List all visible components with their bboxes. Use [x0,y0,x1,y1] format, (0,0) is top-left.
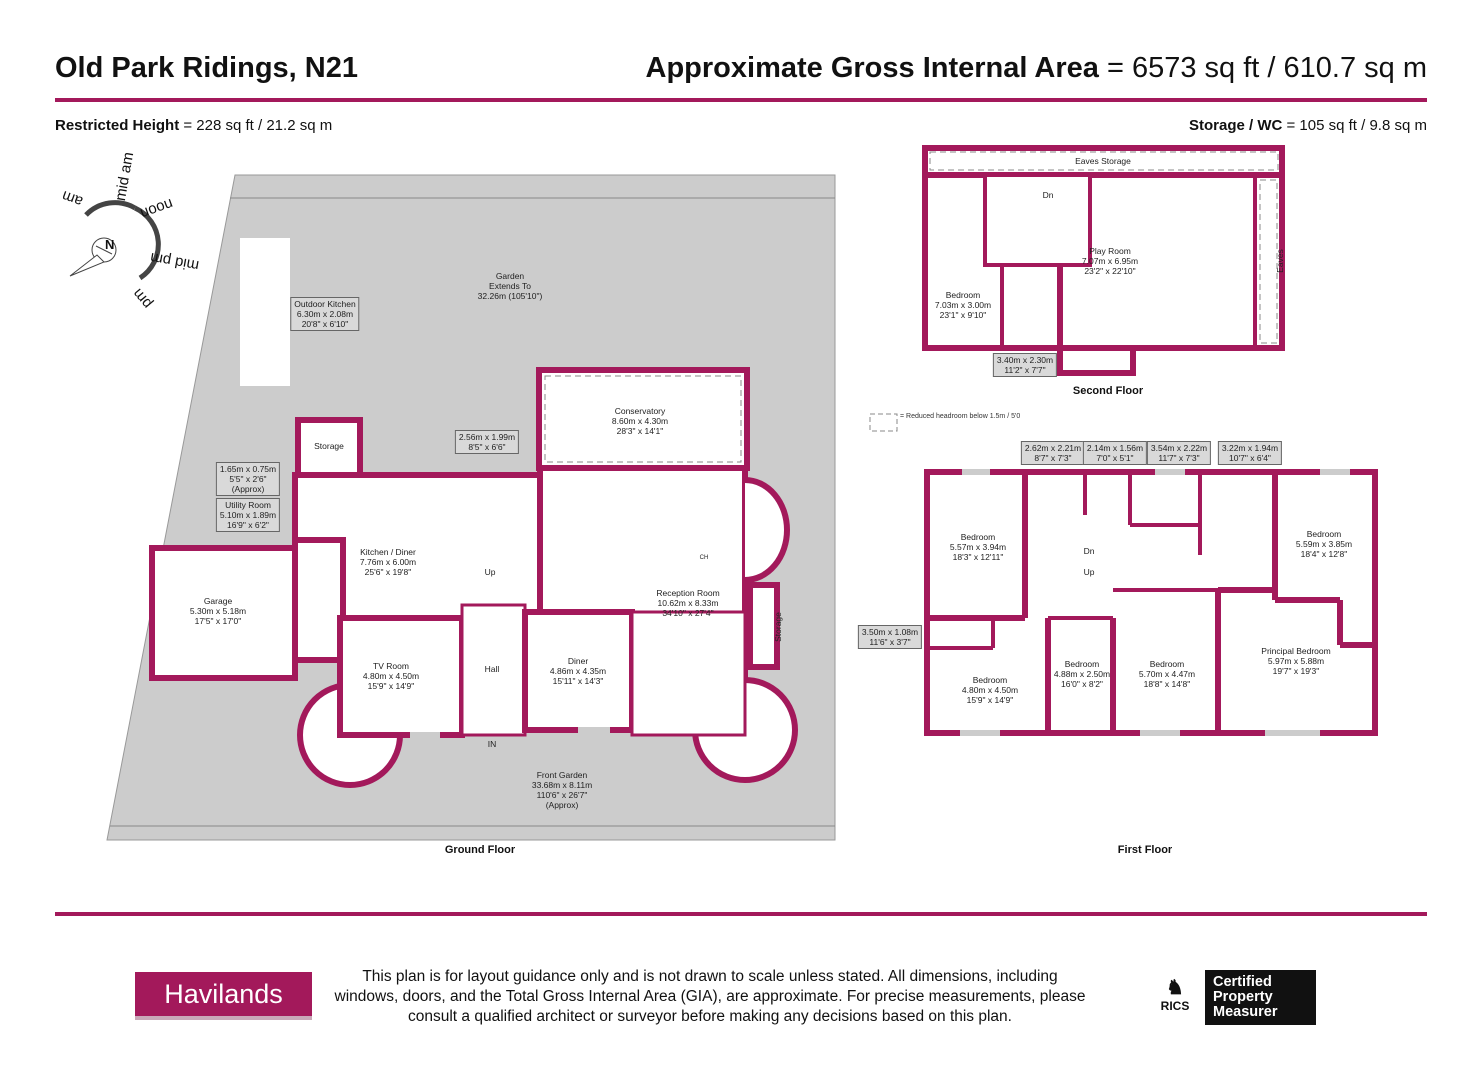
eaves-storage-zone [929,151,1279,171]
storage-value: = 105 sq ft / 9.8 sq m [1286,117,1428,134]
certified-property-measurer-badge: Certified Property Measurer [1205,970,1316,1025]
stairs-down: Dn [1042,190,1054,200]
rics-logo: ♞RICS [1155,977,1195,1013]
entrance: IN [487,739,497,749]
second-floor-label: Second Floor [1072,385,1144,397]
room-storage: Storage [314,441,344,451]
first-floor-walls [924,469,1378,736]
second-floor-walls [922,145,1285,376]
outdoor-kitchen [240,238,290,386]
conservatory-roof [544,375,742,463]
storage-wc: Storage / WC = 105 sq ft / 9.8 sq m [1189,117,1427,134]
compass-icon [69,200,161,281]
stairs-up-1: Up [1083,567,1095,577]
ground-floor-label: Ground Floor [444,844,516,856]
room-eaves: Eaves [1274,249,1285,273]
first-floor-label: First Floor [1117,844,1173,856]
room-storage-2: Storage [772,612,783,642]
restricted-height: Restricted Height = 228 sq ft / 21.2 sq … [55,117,332,134]
restricted-label: Restricted Height [55,117,180,134]
havilands-logo: Havilands [135,972,312,1020]
header-divider [55,98,1427,102]
compass-north: N [105,237,115,252]
rics-text: RICS [1160,999,1190,1013]
room-hall: Hall [484,664,500,674]
windows [410,469,1350,738]
stairs-up: Up [484,567,496,577]
ground-floor-walls [149,367,798,788]
storage-label: Storage / WC [1188,117,1283,134]
reduced-headroom-swatch [869,413,898,432]
rics-lion-icon: ♞ [1166,977,1184,999]
gross-internal-area: Approximate Gross Internal Area = 6573 s… [646,52,1427,85]
restricted-value: = 228 sq ft / 21.2 sq m [183,117,333,134]
property-title: Old Park Ridings, N21 [55,52,358,84]
disclaimer: This plan is for layout guidance only an… [334,968,1086,1025]
area-label: Approximate Gross Internal Area [645,52,1099,84]
legend-text: = Reduced headroom below 1.5m / 5'0 [900,413,1021,420]
area-value: = 6573 sq ft / 610.7 sq m [1106,52,1427,84]
ch-marker: CH [699,555,709,561]
room-eaves-storage: Eaves Storage [1075,156,1131,166]
stairs-down-1: Dn [1083,546,1095,556]
